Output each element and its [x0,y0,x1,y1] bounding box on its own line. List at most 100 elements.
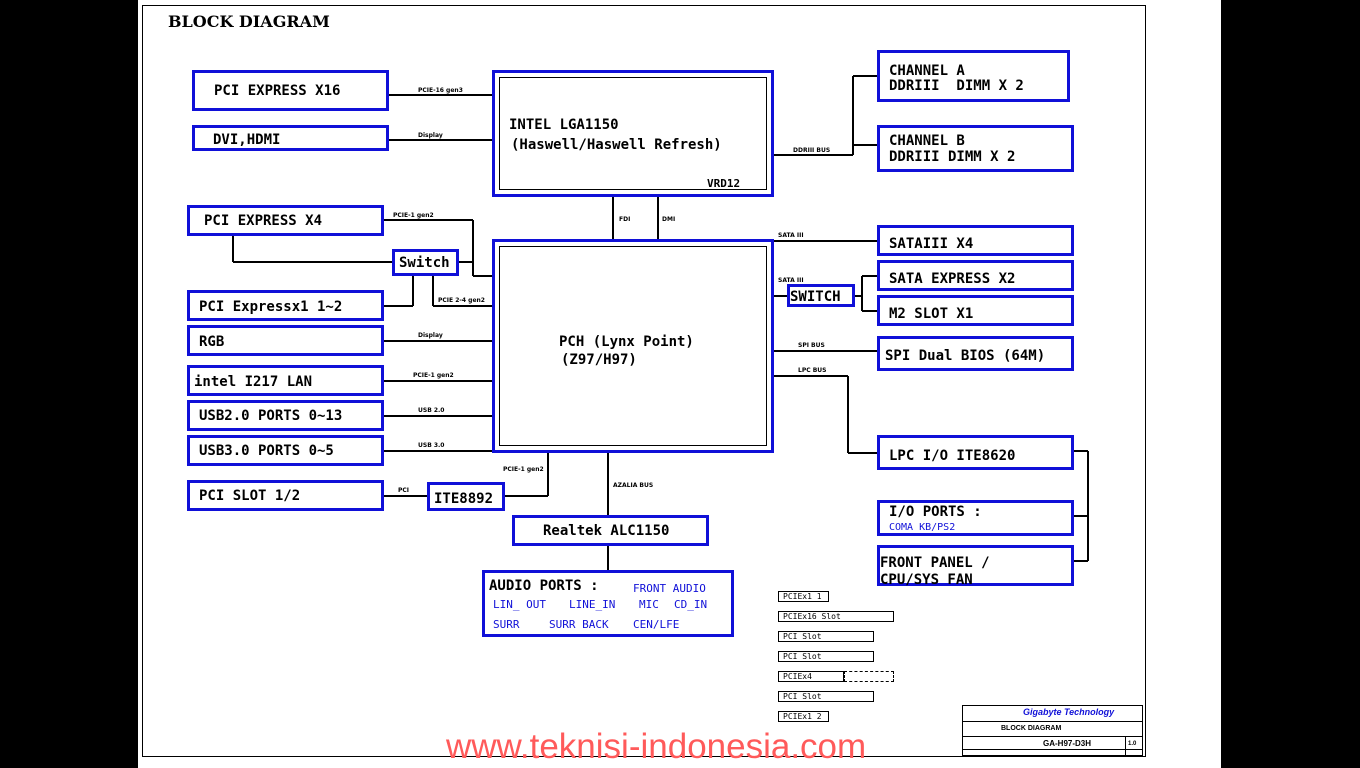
fan-label: CPU/SYS FAN [880,572,973,588]
bus-label-dmi: DMI [662,216,676,223]
legend-item: PCIEx4 [778,671,844,682]
bus-label-pci: PCI [398,487,410,494]
audio-cd-in: CD_IN [674,598,708,611]
audio-cen-lfe: CEN/LFE [633,618,680,631]
io-ports-label: I/O PORTS : [889,504,982,520]
pch-model: (Z97/H97) [561,352,637,368]
pcie-switch-box: Switch [392,249,459,276]
title-block: Gigabyte Technology BLOCK DIAGRAM GA-H97… [962,705,1143,756]
revision: 1.0 [1128,741,1137,747]
dvi-hdmi-label: DVI,HDMI [213,132,281,148]
bus-label-fdi: FDI [619,216,631,223]
spi-bios-label: SPI Dual BIOS (64M) [885,348,1046,364]
document-title: BLOCK DIAGRAM [1001,725,1062,732]
io-ports-box: I/O PORTS : COMA KB/PS2 [877,500,1074,536]
lan-box: intel I217 LAN [187,365,384,396]
legend-dashed-extension [844,671,894,682]
sata-label: SATAIII X4 [889,236,974,252]
bus-label-usb30: USB 3.0 [418,442,445,449]
pcie-x1-label: PCI Expressx1 1~2 [199,299,343,315]
pci-slot-label: PCI SLOT 1/2 [199,488,301,504]
lan-label: intel I217 LAN [194,374,313,390]
cpu-family: (Haswell/Haswell Refresh) [511,137,722,153]
usb3-label: USB3.0 PORTS 0~5 [199,443,334,459]
pcie-x1-box: PCI Expressx1 1~2 [187,290,384,321]
bus-label-pcie1-a: PCIE-1 gen2 [393,212,434,219]
pcie-x4-box: PCI EXPRESS X4 [187,205,384,236]
channel-b-dimm: DDRIII DIMM X 2 [889,149,1016,165]
rgb-box: RGB [187,325,384,356]
bus-label-pcie1-c: PCIE-1 gen2 [503,466,544,473]
board-model: GA-H97-D3H [1043,739,1092,748]
channel-b-box: CHANNEL B DDRIII DIMM X 2 [877,125,1074,172]
audio-codec-box: Realtek ALC1150 [512,515,709,546]
pch-box: PCH (Lynx Point) (Z97/H97) [492,239,774,453]
dvi-hdmi-box: DVI,HDMI [192,125,389,151]
page-title: BLOCK DIAGRAM [168,12,330,31]
ite8892-label: ITE8892 [434,491,494,507]
usb2-label: USB2.0 PORTS 0~13 [199,408,343,424]
legend-item: PCIEx1 1 [778,591,829,602]
audio-front: FRONT AUDIO [633,582,706,595]
front-panel-label: FRONT PANEL / [880,555,990,571]
channel-a-dimm: DDRIII DIMM X 2 [889,78,1024,94]
bus-label-pcie24: PCIE 2-4 gen2 [438,297,485,304]
ite8892-box: ITE8892 [427,482,505,511]
bus-label-ddr: DDRIII BUS [793,147,831,154]
bus-label-azalia: AZALIA BUS [613,482,654,489]
lpc-io-box: LPC I/O ITE8620 [877,435,1074,470]
legend-item: PCI Slot [778,631,874,642]
front-panel-box: FRONT PANEL / CPU/SYS FAN [877,545,1074,588]
bus-label-lpc: LPC BUS [798,367,827,374]
drawing-frame [142,5,1146,757]
audio-mic: MIC [639,598,659,611]
pch-name: PCH (Lynx Point) [559,334,694,350]
io-ports-detail: COMA KB/PS2 [889,522,956,533]
lpc-io-label: LPC I/O ITE8620 [889,448,1016,464]
legend-item: PCI Slot [778,691,874,702]
bus-label-display2: Display [418,332,443,339]
m2-slot-label: M2 SLOT X1 [889,306,974,322]
cpu-vrd: VRD12 [707,177,741,190]
sata-express-label: SATA EXPRESS X2 [889,271,1016,287]
company-name: Gigabyte Technology [1023,707,1115,717]
rgb-label: RGB [199,334,225,350]
audio-line-in: LINE_IN [569,598,616,611]
pcie-x16-label: PCI EXPRESS X16 [214,83,341,99]
audio-line-out: LIN_ OUT [493,598,546,611]
cpu-name: INTEL LGA1150 [509,117,619,133]
sata-express-box: SATA EXPRESS X2 [877,260,1074,291]
watermark: www.teknisi-indonesia.com [446,727,867,766]
sata-switch-box: SWITCH [787,284,855,307]
audio-ports-title: AUDIO PORTS : [489,578,599,594]
bus-label-sata2: SATA III [778,277,804,284]
legend-item: PCIEx16 Slot [778,611,894,622]
legend-item: PCIEx1 2 [778,711,829,722]
pci-slot-box: PCI SLOT 1/2 [187,480,384,511]
cpu-box: INTEL LGA1150 (Haswell/Haswell Refresh) … [492,70,774,197]
audio-codec-label: Realtek ALC1150 [543,523,670,539]
bus-label-pcie1-b: PCIE-1 gen2 [413,372,454,379]
sata-box: SATAIII X4 [877,225,1074,256]
bus-label-sata1: SATA III [778,232,804,239]
pcie-switch-label: Switch [399,255,450,271]
usb2-box: USB2.0 PORTS 0~13 [187,400,384,431]
m2-slot-box: M2 SLOT X1 [877,295,1074,326]
legend-item: PCI Slot [778,651,874,662]
audio-surr-back: SURR BACK [549,618,609,631]
audio-ports-box: AUDIO PORTS : FRONT AUDIO LIN_ OUT LINE_… [482,570,734,637]
bus-label-spi: SPI BUS [798,342,825,349]
channel-a-box: CHANNEL A DDRIII DIMM X 2 [877,50,1070,102]
channel-a-title: CHANNEL A [889,63,965,79]
bus-label-usb20: USB 2.0 [418,407,445,414]
usb3-box: USB3.0 PORTS 0~5 [187,435,384,466]
pcie-x4-label: PCI EXPRESS X4 [204,213,323,229]
channel-b-title: CHANNEL B [889,133,965,149]
spi-bios-box: SPI Dual BIOS (64M) [877,336,1074,371]
audio-surr: SURR [493,618,520,631]
pcie-x16-box: PCI EXPRESS X16 [192,70,389,111]
bus-label-pcie16: PCIE-16 gen3 [418,87,463,94]
sata-switch-label: SWITCH [790,289,841,305]
bus-label-display1: Display [418,132,443,139]
